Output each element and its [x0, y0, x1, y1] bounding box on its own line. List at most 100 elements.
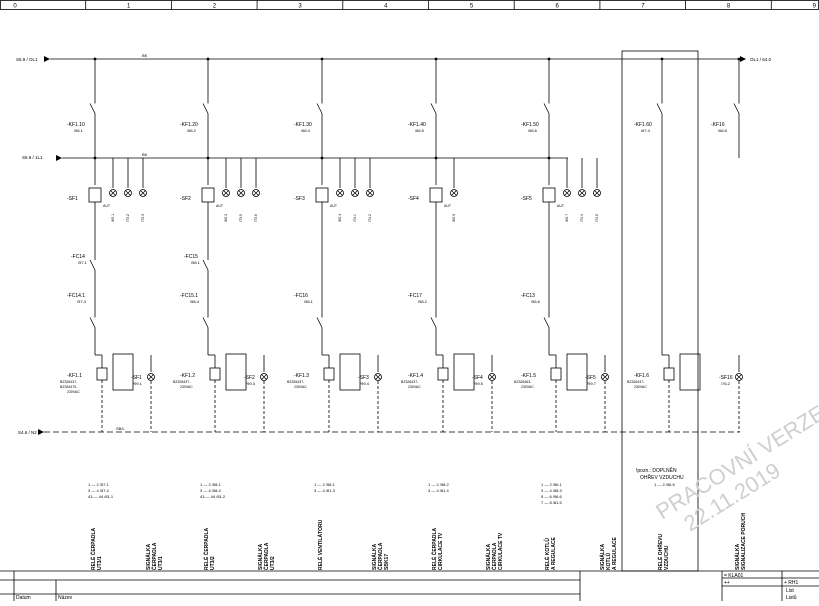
contact-ref-row: 1 — 2 /58.1 [200, 482, 221, 487]
indicator-lamp-symbol-circle [366, 189, 374, 197]
sf-switch-body [542, 187, 556, 203]
column-number: 3 [298, 4, 302, 10]
indicator-lamp-symbol-cross-b [352, 190, 358, 196]
kf-contact-4-blade [543, 103, 550, 114]
sf-switch-pos: AUT [103, 204, 111, 208]
kf-contact-pin-ref: /66.5 [438, 116, 439, 117]
relay-voltage: 230VAC [294, 385, 307, 389]
sf-switch-pos: AUT [330, 204, 338, 208]
description-text: SIGNALIZACE PORUCH [741, 513, 747, 570]
kf-contact-pin-ref: /66.1 [97, 116, 98, 117]
description-text: SIGNÁLKA [485, 544, 492, 571]
signal-lamp-ref: /99.7 [587, 381, 597, 386]
contact-ref-row: 1 — 2 /57.1 [88, 482, 109, 487]
kf-contact-ref: /66.4 [301, 128, 311, 133]
signal-lamp-symbol-cross-b [261, 374, 267, 380]
description-text: CIRKULACE TV [498, 532, 504, 570]
relay-suppressor-box [225, 353, 247, 391]
contact-ref-row: 5 — 6 /56.6 [541, 494, 562, 499]
indicator-lamp-symbol-cross-b [125, 190, 131, 196]
sf-switch-pos: AUT [216, 204, 224, 208]
fc-lower-ref: /57.4 [77, 299, 87, 304]
kf-contact-2-blade [316, 103, 323, 114]
fc-upper-ref: /58.1 [191, 260, 201, 265]
relay-coil [323, 367, 335, 381]
contact-ref-row: 1 — 2 /58.2 [428, 482, 449, 487]
description-text: ČERPADLA [377, 542, 384, 570]
relay-box-label: 230VAC [575, 359, 576, 360]
relay-suppressor-box [679, 353, 701, 391]
indicator-lamp-symbol [124, 189, 132, 197]
indicator-lamp-symbol-cross-b [579, 190, 585, 196]
kf-contact-pin-ref: /66.4 [324, 116, 325, 117]
indicator-lamp-symbol-cross-b [337, 190, 343, 196]
indicator-lamp-symbol-cross-b [253, 190, 259, 196]
sf-lamp-ref: /T3.2 [126, 214, 130, 222]
kf-contact-5-blade [656, 103, 663, 114]
signal-lamp-tag: -SF5 [585, 375, 596, 381]
contact-ref-row: 3 — 4 /57.4 [88, 488, 109, 493]
signal-lamp-symbol [374, 373, 382, 381]
relay-suppressor-box [339, 353, 361, 391]
indicator-lamp-symbol-circle [351, 189, 359, 197]
indicator-lamp-symbol [109, 189, 117, 197]
title-drawing-id: = KLA01 [724, 573, 744, 579]
column-number: 2 [213, 4, 217, 10]
signal-lamp-tag: -SF3 [358, 375, 369, 381]
description-text: UT3/2 [270, 556, 276, 570]
sf-lamp-ref: /T4.1 [353, 214, 357, 222]
rail-1l1-in-label: S5.9 / 1L1 [22, 155, 43, 160]
contact-ref-row: 43 — 44 /81.2 [200, 494, 226, 499]
relay-tag: -KF1.3 [294, 373, 309, 379]
description-text: UT3/1 [97, 556, 103, 570]
sf-lamp-ref: /T3.3 [141, 214, 145, 222]
fc-upper-ref: /57.1 [78, 260, 88, 265]
indicator-lamp-symbol [336, 189, 344, 197]
indicator-lamp-symbol [366, 189, 374, 197]
title-loc-left: ++ [724, 580, 730, 586]
kf-contact-tag: -KF1.20 [180, 122, 198, 128]
signal-lamp-ref: /99.5 [474, 381, 484, 386]
relay-voltage: 230VAC [180, 385, 193, 389]
indicator-lamp-symbol-cross-b [110, 190, 116, 196]
fc-lower-tag: -FC13 [521, 293, 535, 299]
fc-lower-ref: /58.1 [304, 299, 314, 304]
signal-lamp-ref: /99.4 [360, 381, 370, 386]
kf-contact-ref: /66.6 [528, 128, 538, 133]
sf-lamp-ref: /T3.5 [239, 214, 243, 222]
kf-contact-6-blade [733, 103, 740, 114]
indicator-lamp-symbol-cross-b [594, 190, 600, 196]
contact-ref-row: 1 — 2 /56.1 [541, 482, 562, 487]
sf-switch-body [315, 187, 329, 203]
sf-lamp-ref: /T4.2 [368, 214, 372, 222]
contact-ref-row: 7 — 8 /81.5 [541, 500, 562, 505]
relay-tag: -KF1.5 [521, 373, 536, 379]
sf-switch-body [88, 187, 102, 203]
sf-switch-tag: -SF4 [408, 196, 419, 202]
column-number: 1 [127, 4, 131, 10]
column-number: 4 [384, 4, 388, 10]
column-number: 5 [470, 4, 474, 10]
indicator-lamp-symbol-cross-b [451, 190, 457, 196]
relay-model: BZ326437- [173, 380, 191, 384]
fc-upper-contact-1-blade [202, 259, 209, 271]
relay-model: BZ326463- [514, 380, 532, 384]
relay-tag: -KF1.2 [180, 373, 195, 379]
contact-ref-row: 43 — 44 /81.1 [88, 494, 114, 499]
description-text: VZDUCHU [664, 545, 670, 570]
title-nazev-label: Název [58, 595, 73, 601]
description-text: RELÉ ČERPADLA [89, 527, 97, 570]
title-datum-label: Datum [16, 595, 31, 601]
sf-switch-body [429, 187, 443, 203]
description-text: CIRKULACE TV [438, 532, 444, 570]
fc-lower-ref: /58.4 [190, 299, 200, 304]
description-text: ČERPADLA [491, 542, 498, 570]
relay-box-label: 230VAC [348, 359, 349, 360]
indicator-lamp-symbol [351, 189, 359, 197]
signal-lamp-symbol [488, 373, 496, 381]
sf-switch-tag: -SF2 [180, 196, 191, 202]
description-text: RELÉ ČERPADLA [430, 527, 438, 570]
fc-lower-contact-0-blade [89, 317, 96, 328]
signal-lamp-symbol [147, 373, 155, 381]
